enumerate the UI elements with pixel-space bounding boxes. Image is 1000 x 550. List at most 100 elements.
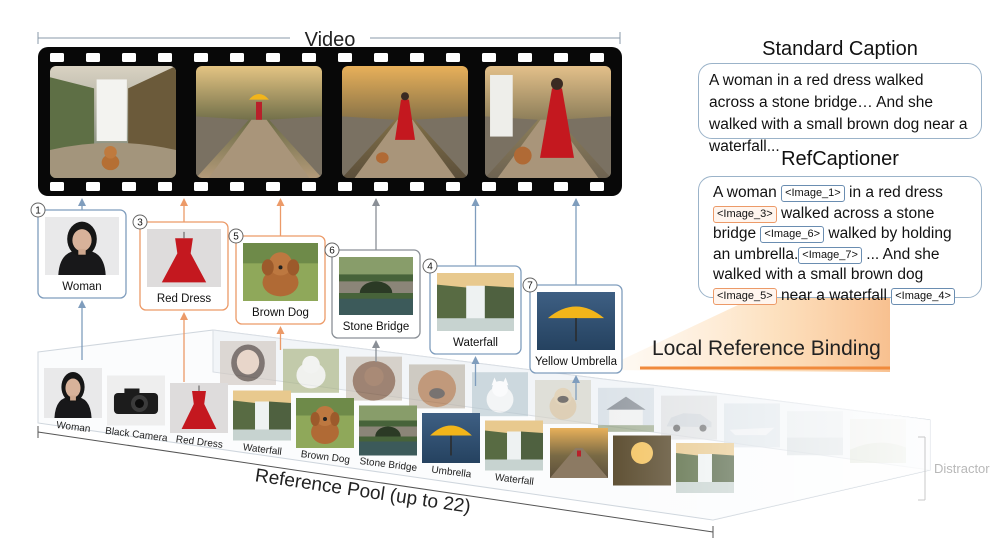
reference-number: 3 (137, 218, 143, 229)
arrow-head (572, 375, 580, 383)
frame-woman-red-dress-dog (342, 66, 468, 178)
standard-caption-text: A woman in a red dress walked across a s… (709, 72, 968, 155)
sprocket-hole (86, 182, 100, 191)
frame-woman-umbrella-bridge (196, 66, 322, 178)
sprocket-hole (374, 53, 388, 62)
arrow-head (180, 198, 188, 206)
arrow-head (78, 300, 86, 308)
reference-image (45, 217, 119, 275)
pool-front-label: Waterfall (242, 442, 282, 458)
reference-card: Red Dress 3 (132, 214, 229, 311)
pool-front-label: Waterfall (494, 472, 534, 488)
binding-label: Local Reference Binding (652, 337, 881, 360)
distractor-bracket (918, 436, 926, 501)
image-ref-tag: <Image_3> (713, 205, 777, 223)
pool-front-label: Umbrella (431, 465, 472, 481)
sprocket-hole (338, 182, 352, 191)
standard-caption-box: A woman in a red dress walked across a s… (698, 63, 982, 155)
sprocket-hole (590, 53, 604, 62)
binding-band (600, 290, 890, 372)
caption-text: ... And she walked with a small brown do… (713, 245, 940, 284)
reference-number-badge (132, 214, 148, 230)
arrow-head (372, 340, 380, 348)
sprocket-hole (158, 53, 172, 62)
arrow-head (471, 198, 480, 206)
film-sprocket-holes (50, 53, 604, 191)
pool-front-thumb (44, 368, 102, 418)
sprocket-hole (86, 53, 100, 62)
pool-front-thumb (359, 405, 417, 456)
video-bracket (37, 32, 621, 44)
sprocket-hole (482, 53, 496, 62)
sprocket-hole (590, 182, 604, 191)
sprocket-hole (194, 182, 208, 191)
sprocket-hole (302, 53, 316, 62)
reference-card: Yellow Umbrella 7 (522, 277, 623, 374)
sprocket-hole (50, 182, 64, 191)
sprocket-hole (518, 182, 532, 191)
image-ref-tag: <Image_5> (713, 287, 777, 305)
reference-number: 1 (35, 206, 41, 217)
reference-image (147, 229, 221, 287)
arrow-head (78, 198, 86, 206)
arrow-head (471, 356, 480, 364)
pool-fade (600, 375, 930, 520)
arrow-head (180, 312, 188, 320)
sprocket-hole (554, 182, 568, 191)
pool-front-thumb (233, 390, 291, 441)
caption-text: walked by holding an umbrella. (713, 225, 952, 263)
caption-text: walked across a stone bridge (713, 204, 935, 243)
sprocket-hole (446, 182, 460, 191)
sprocket-hole (374, 182, 388, 191)
reference-card: Stone Bridge 6 (324, 242, 421, 339)
reference-number-badge (522, 277, 538, 293)
reference-label: Red Dress (157, 293, 212, 305)
film-strip (38, 47, 622, 196)
reference-label: Stone Bridge (343, 321, 410, 333)
pool-front-thumb (485, 420, 543, 471)
sprocket-hole (158, 182, 172, 191)
reference-label: Yellow Umbrella (535, 356, 618, 368)
frame-waterfall-dog (50, 66, 176, 178)
reference-image (537, 292, 615, 350)
reference-image (339, 257, 413, 315)
distractor-label: Distractor (934, 461, 990, 476)
sprocket-hole (122, 53, 136, 62)
arrow-head (372, 198, 380, 206)
video-label: Video (305, 29, 356, 51)
caption-text: A woman (713, 184, 782, 201)
image-ref-tag: <Image_7> (798, 246, 862, 264)
reference-number: 7 (527, 281, 533, 292)
sprocket-hole (338, 53, 352, 62)
sprocket-hole (554, 53, 568, 62)
arrow-head (572, 198, 580, 206)
reference-number: 6 (329, 246, 335, 257)
sprocket-hole (266, 53, 280, 62)
pool-front-distractor-thumb (550, 428, 608, 478)
refcaptioner-box: A woman <Image_1> in a red dress <Image_… (698, 176, 982, 305)
sprocket-hole (50, 53, 64, 62)
reference-number-badge (422, 258, 438, 274)
arrow-head (276, 198, 285, 206)
pool-back-thumb (346, 356, 402, 401)
sprocket-hole (302, 182, 316, 191)
pool-back-thumb (535, 380, 591, 424)
arrow-head (276, 326, 285, 334)
reference-number: 4 (427, 262, 433, 273)
pool-back-thumb (472, 372, 528, 417)
pool-front-thumb (107, 375, 165, 426)
pool-back-thumb (409, 364, 465, 409)
pool-bracket (37, 426, 714, 538)
standard-caption-title: Standard Caption (762, 38, 918, 60)
sprocket-hole (194, 53, 208, 62)
refcaptioner-title: RefCaptioner (781, 148, 899, 170)
reference-label: Woman (62, 281, 101, 293)
image-ref-tag: <Image_4> (891, 287, 955, 305)
reference-number-badge (30, 202, 46, 218)
reference-image (437, 273, 514, 331)
pool-front-label: Woman (56, 420, 91, 435)
